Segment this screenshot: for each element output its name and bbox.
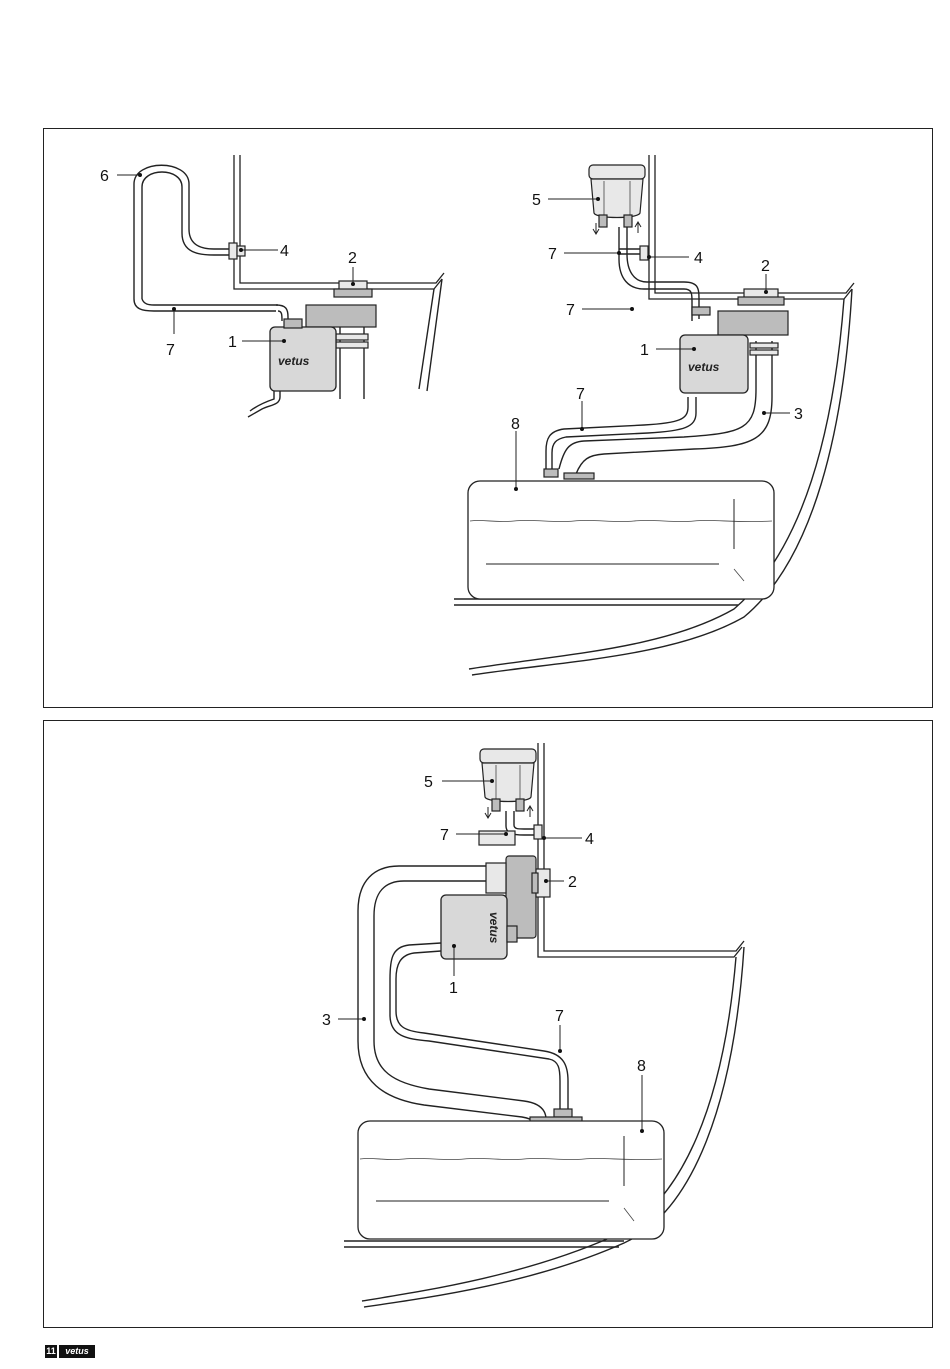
label-2-bottom: 2 (568, 874, 577, 891)
deck-fitting-4 (229, 243, 237, 259)
flow-arrow-down (593, 223, 599, 234)
leader-dot-b8 (640, 1129, 644, 1133)
strainer-port-b-out (516, 799, 524, 811)
leader-dot-7-b (630, 307, 634, 311)
figure-top-panel: vetus 6 4 2 1 7 vetus (43, 128, 933, 708)
strainer-port-b-in (492, 799, 500, 811)
strainer-cap-5-bottom (480, 749, 536, 763)
leader-dot-6 (138, 173, 142, 177)
brand-label-tank: vetus (278, 354, 310, 368)
label-3-right: 3 (794, 406, 803, 423)
hose3-clamp-2 (750, 350, 778, 355)
leader-dot-b3 (362, 1017, 366, 1021)
tank-neck-bottom (507, 926, 517, 942)
label-4: 4 (280, 243, 289, 260)
tank-floor-bottom (344, 1241, 624, 1247)
page-badge: 11 (45, 1345, 57, 1358)
tank-floor (454, 599, 744, 605)
strainer-body-5-bottom (482, 763, 534, 802)
label-8-right: 8 (511, 416, 520, 433)
leader-dot-b5 (490, 779, 494, 783)
label-7-bottom-b: 7 (555, 1008, 564, 1025)
vetus-logo: vetus (59, 1345, 95, 1358)
label-7-right-b: 7 (566, 302, 575, 319)
waterlock-housing-left (306, 305, 376, 327)
label-5-right: 5 (532, 192, 541, 209)
hose-clamp-1 (336, 334, 368, 340)
bracket (479, 831, 515, 845)
tank-neck-left (284, 319, 302, 328)
deck-flange-2-right-base (738, 297, 784, 305)
hose3-clamp-1 (750, 343, 778, 348)
strainer-port-in (599, 215, 607, 227)
deck-fitting-4-right (640, 246, 648, 260)
tank-neck-right (692, 307, 710, 315)
label-5-bottom: 5 (424, 774, 433, 791)
label-7-right-a: 7 (548, 246, 557, 263)
label-1: 1 (228, 334, 237, 351)
bulkhead-wall-right (649, 155, 854, 299)
label-3-bottom: 3 (322, 1012, 331, 1029)
tank-inlet-b1 (554, 1109, 572, 1117)
top-diagram: vetus 6 4 2 1 7 vetus (44, 129, 934, 709)
leader-dot-2-right (764, 290, 768, 294)
drain-hose-left (248, 391, 280, 417)
flow-arrow-b-down (485, 807, 491, 818)
hull-left (419, 279, 442, 391)
label-6: 6 (100, 168, 109, 185)
label-4-bottom: 4 (585, 831, 594, 848)
leader-dot-3 (762, 411, 766, 415)
flow-arrow-b-up (527, 806, 533, 817)
label-1-right: 1 (640, 342, 649, 359)
label-1-bottom: 1 (449, 980, 458, 997)
leader-dot-8 (514, 487, 518, 491)
label-8-bottom: 8 (637, 1058, 646, 1075)
leader-dot-b2 (544, 879, 548, 883)
leader-dot-7 (172, 307, 176, 311)
strainer-hose-7b (619, 249, 641, 254)
vent-hose-6 (134, 165, 230, 299)
figure-bottom-panel: vetus 5 7 4 2 3 1 7 8 (43, 720, 933, 1328)
bottom-diagram: vetus 5 7 4 2 3 1 7 8 (44, 721, 934, 1329)
label-2: 2 (348, 250, 357, 267)
bulkhead-wall-left (234, 155, 444, 289)
leader-dot-4 (239, 248, 243, 252)
hose-7-lower (546, 397, 696, 469)
strainer-port-out (624, 215, 632, 227)
leader-dot-2 (351, 282, 355, 286)
holding-tank-8-bottom (358, 1121, 664, 1239)
brand-label-tank-right: vetus (688, 360, 720, 374)
leader-dot-1 (282, 339, 286, 343)
leader-dot-b4 (542, 836, 546, 840)
bulkhead-wall-bottom (538, 743, 744, 957)
leader-dot-7-a (617, 251, 621, 255)
deck-flange-2-base (334, 289, 372, 297)
vent-hose-7 (134, 299, 278, 311)
label-7-right-c: 7 (576, 386, 585, 403)
hose-clamp-2 (336, 342, 368, 348)
waterlock-housing-right (718, 311, 788, 335)
holding-tank-8 (468, 481, 774, 599)
leader-dot-b1 (452, 944, 456, 948)
label-2-right: 2 (761, 258, 770, 275)
deck-fitting-4-bottom (534, 825, 542, 839)
label-7: 7 (166, 342, 175, 359)
leader-dot-1-right (692, 347, 696, 351)
deck-flange-2-bottom-base (532, 873, 538, 893)
strainer-cap-5 (589, 165, 645, 179)
leader-dot-b7b (558, 1049, 562, 1053)
leader-dot-5 (596, 197, 600, 201)
footer-logo: 11 vetus (45, 1345, 95, 1358)
leader-dot-4-right (647, 255, 651, 259)
hose-coupling-b (486, 863, 506, 893)
flow-arrow-up (635, 222, 641, 233)
brand-label-tank-bottom: vetus (487, 912, 501, 944)
tank-inlet-2 (564, 473, 594, 479)
label-4-right: 4 (694, 250, 703, 267)
leader-dot-7-c (580, 427, 584, 431)
leader-dot-b7a (504, 832, 508, 836)
tank-inlet-1 (544, 469, 558, 477)
label-7-bottom-a: 7 (440, 827, 449, 844)
